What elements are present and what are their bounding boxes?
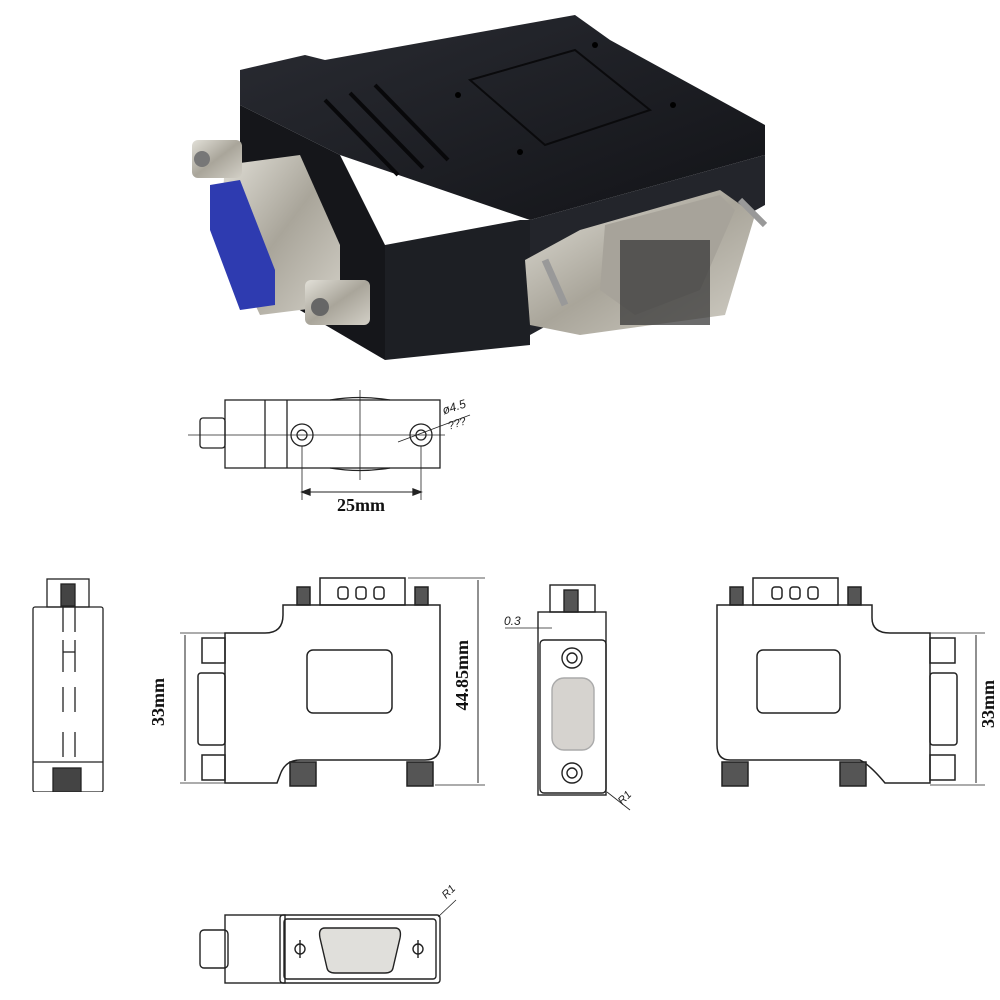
end-view-drawing: 0.3 R1 <box>490 570 650 830</box>
front-total-height-label: 44.85mm <box>452 640 472 711</box>
wall-thickness-label: 0.3 <box>504 614 521 628</box>
top-view-drawing: ø4.5 ??? 25mm <box>180 390 500 520</box>
side-view-drawing <box>25 572 125 792</box>
hole-spacing-label: 25mm <box>337 495 385 515</box>
product-photo <box>180 15 780 380</box>
front-height-label: 33mm <box>148 678 168 726</box>
back-height-label: 33mm <box>978 680 998 728</box>
adapter-photo-illustration <box>192 15 768 360</box>
back-view-drawing: 33mm <box>700 570 1000 800</box>
bottom-view-drawing: R1 <box>180 880 480 1000</box>
front-view-drawing: 33mm 44.85mm <box>140 570 500 800</box>
